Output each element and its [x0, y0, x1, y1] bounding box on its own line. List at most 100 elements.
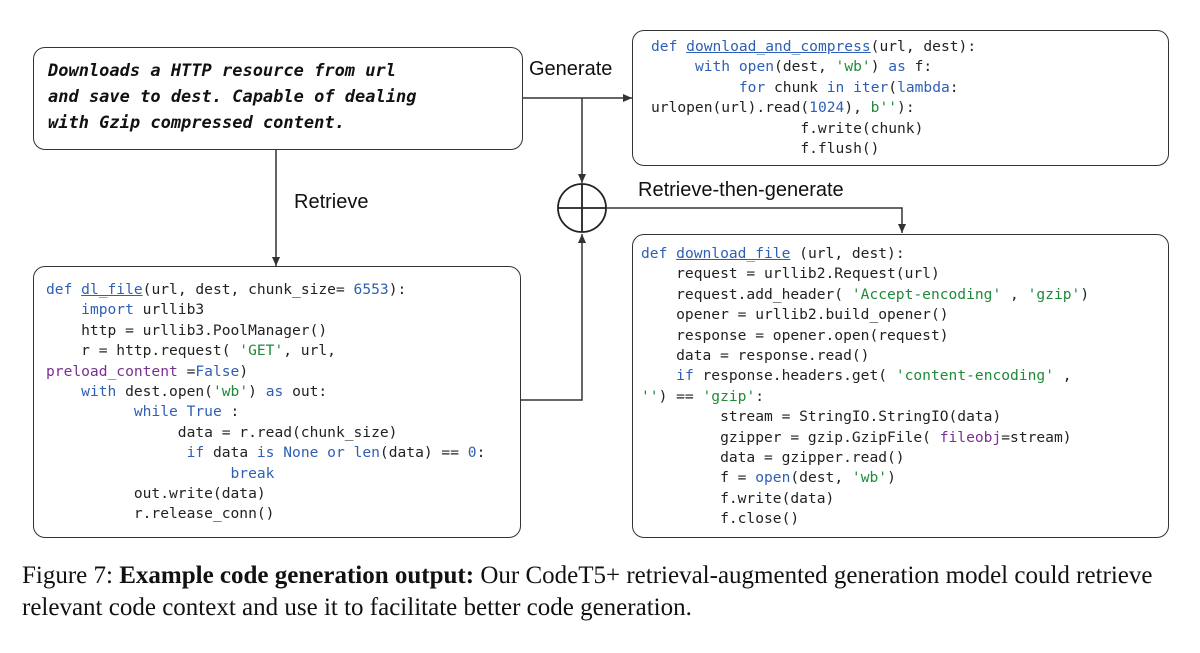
code-text: )	[870, 58, 889, 76]
code-text: request.add_header(	[641, 285, 852, 303]
code-text	[46, 301, 81, 318]
code-text: ):	[388, 281, 407, 298]
code-string: 'content-encoding'	[895, 367, 1054, 385]
code-line: data = response.read()	[641, 346, 1168, 366]
docstring-line: and save to dest. Capable of dealing	[48, 87, 417, 107]
code-text: data = gzipper.read()	[641, 448, 905, 466]
code-line: import urllib3	[46, 300, 520, 320]
code-string: 'wb'	[851, 469, 888, 487]
code-text: data = response.read()	[641, 346, 870, 364]
code-text	[651, 79, 739, 96]
retrieved-to-combiner-arrow	[521, 234, 586, 401]
code-line: def dl_file(url, dest, chunk_size= 6553)…	[46, 280, 520, 300]
code-text: ,	[1001, 285, 1028, 303]
code-keyword: open	[755, 469, 791, 487]
docstring-line: with Gzip compressed content.	[48, 113, 345, 133]
code-text: urlopen(url).read(	[651, 99, 810, 117]
code-string: 'GET'	[239, 342, 284, 360]
code-keyword: lambda	[897, 78, 950, 96]
code-line: request = urllib2.Request(url)	[641, 264, 1168, 284]
code-text: :	[949, 78, 959, 96]
code-number: 6553	[353, 281, 389, 298]
code-text: http = urllib3.PoolManager()	[46, 321, 328, 339]
code-line: f.write(chunk)	[651, 119, 1168, 139]
code-text: (url, dest):	[870, 38, 977, 55]
code-param: fileobj	[939, 428, 1002, 446]
generated-code-box: def download_and_compress(url, dest): wi…	[632, 30, 1169, 166]
caption-prefix: Figure 7:	[22, 562, 120, 589]
code-line: if data is None or len(data) == 0:	[46, 443, 520, 463]
code-text	[844, 79, 853, 96]
code-text: )	[248, 382, 266, 400]
code-line: data = r.read(chunk_size)	[46, 423, 520, 443]
code-text: f.close()	[641, 510, 800, 528]
code-line: stream = StringIO.StringIO(data)	[641, 407, 1168, 427]
code-keyword: if	[186, 444, 205, 462]
code-text: request = urllib2.Request(url)	[641, 265, 940, 283]
code-keyword: break	[230, 464, 275, 482]
final-code-box: def download_file (url, dest): request =…	[632, 234, 1169, 538]
code-text: stream = StringIO.StringIO(data)	[641, 408, 1002, 426]
code-keyword: def	[46, 281, 82, 298]
code-line: def download_file (url, dest):	[641, 244, 1168, 264]
code-function-name: download_and_compress	[686, 38, 871, 55]
code-text: :	[476, 444, 486, 462]
code-line: f.close()	[641, 509, 1168, 529]
code-line: r = http.request( 'GET', url,	[46, 341, 520, 361]
code-text: (dest,	[774, 58, 836, 76]
code-text: (dest,	[790, 469, 852, 487]
code-text: opener = urllib2.build_opener()	[641, 306, 949, 324]
code-text: out.write(data)	[46, 484, 266, 502]
code-number: 0	[467, 444, 477, 462]
code-keyword: iter	[853, 78, 889, 96]
code-keyword: with	[694, 58, 739, 76]
code-line: for chunk in iter(lambda:	[651, 78, 1168, 98]
code-text: urllib3	[133, 301, 205, 319]
docstring-box: Downloads a HTTP resource from url and s…	[33, 47, 523, 150]
code-text: :	[221, 403, 240, 421]
code-line: data = gzipper.read()	[641, 448, 1168, 468]
code-keyword: as	[265, 382, 284, 400]
code-text: (data) ==	[379, 444, 468, 462]
code-keyword: for	[738, 78, 766, 96]
code-text: , url,	[283, 342, 336, 360]
combiner-plus-icon	[557, 183, 607, 233]
code-function-name: dl_file	[81, 281, 143, 298]
code-keyword: is None or	[256, 444, 345, 462]
retrieve-then-generate-arrow	[606, 207, 906, 233]
retrieve-then-generate-label: Retrieve-then-generate	[638, 179, 844, 201]
code-text: r.release_conn()	[46, 505, 275, 523]
code-keyword: False	[195, 362, 240, 380]
code-text: (url, dest):	[790, 245, 905, 262]
code-text: response = opener.open(request)	[641, 326, 949, 344]
code-line: f = open(dest, 'wb')	[641, 468, 1168, 488]
code-line: def download_and_compress(url, dest):	[651, 37, 1168, 57]
code-keyword: if	[676, 367, 694, 385]
code-text: )	[1080, 285, 1090, 303]
code-keyword: while True	[133, 403, 222, 421]
code-line: gzipper = gzip.GzipFile( fileobj=stream)	[641, 428, 1168, 448]
code-keyword: len	[353, 444, 380, 462]
code-string: 'Accept-encoding'	[851, 285, 1002, 303]
code-text	[46, 383, 81, 400]
code-text: f =	[641, 469, 756, 487]
code-param: preload_content	[46, 362, 178, 380]
code-text: :	[755, 387, 765, 405]
code-keyword: open	[738, 58, 775, 76]
figure-caption: Figure 7: Example code generation output…	[22, 560, 1182, 624]
code-text: data	[204, 444, 257, 462]
code-line: preload_content =False)	[46, 362, 520, 382]
code-line: with open(dest, 'wb') as f:	[651, 57, 1168, 77]
code-string: 'gzip'	[1027, 285, 1081, 303]
code-string: ''	[641, 387, 659, 405]
code-text: ):	[897, 99, 915, 117]
code-keyword: def	[651, 38, 687, 55]
code-line: while True :	[46, 402, 520, 422]
code-text: ),	[844, 99, 871, 117]
code-text: chunk	[765, 78, 827, 96]
flow-arrows	[272, 94, 906, 401]
code-keyword: with	[81, 382, 117, 400]
code-text: )	[887, 469, 896, 487]
code-text: ,	[1053, 367, 1072, 385]
code-string: 'wb'	[212, 382, 249, 400]
